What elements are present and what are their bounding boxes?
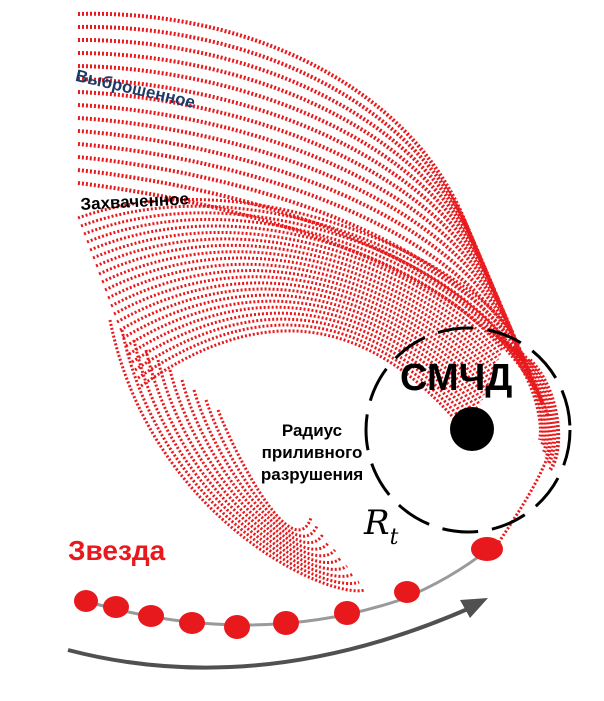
smbh-label: СМЧД xyxy=(400,357,513,399)
rt-letter: R xyxy=(364,503,390,543)
debris-stream xyxy=(77,181,550,418)
debris-stream xyxy=(122,293,482,406)
rt-subscript: t xyxy=(389,525,399,550)
debris-stream xyxy=(131,311,476,421)
debris-stream xyxy=(77,37,484,264)
star-dot xyxy=(103,596,129,618)
debris-stream xyxy=(180,379,331,551)
debris-stream xyxy=(192,389,325,545)
debris-stream xyxy=(132,339,354,578)
debris-stream xyxy=(92,230,502,356)
debris-stream xyxy=(77,51,490,278)
debris-stream xyxy=(86,217,506,346)
black-hole xyxy=(450,407,494,451)
debris-streams xyxy=(77,11,561,593)
debris-stream xyxy=(77,116,520,348)
debris-stream xyxy=(77,103,514,334)
debris-stream xyxy=(77,129,526,362)
debris-stream xyxy=(216,409,313,532)
debris-stream xyxy=(77,142,532,376)
tidal-radius-circle xyxy=(364,326,572,534)
debris-stream xyxy=(83,211,508,341)
star-dot xyxy=(394,581,420,603)
debris-stream xyxy=(107,262,492,381)
star-dot xyxy=(74,590,98,612)
debris-stream xyxy=(496,334,546,447)
debris-stream xyxy=(120,329,360,585)
debris-stream xyxy=(528,358,561,472)
debris-stream xyxy=(144,349,348,571)
debris-stream xyxy=(504,340,549,453)
debris-stream xyxy=(488,328,543,441)
debris-stream xyxy=(140,329,470,436)
debris-stream xyxy=(125,299,480,411)
debris-stream xyxy=(98,243,498,366)
debris-stream xyxy=(80,204,510,336)
debris-stream xyxy=(134,317,474,426)
debris-stream xyxy=(77,24,478,250)
debris-stream xyxy=(512,346,553,459)
tidal-radius-line2: приливного xyxy=(261,443,363,462)
debris-stream xyxy=(108,319,366,593)
star-dot xyxy=(138,605,164,627)
debris-stream xyxy=(168,369,337,558)
debris-stream xyxy=(77,77,502,306)
debris-stream xyxy=(77,11,472,236)
star-positions xyxy=(74,537,503,639)
star-dot xyxy=(179,612,205,634)
rt-symbol: Rt xyxy=(364,503,398,550)
debris-stream xyxy=(156,359,343,564)
orbit-arrow-head xyxy=(460,598,488,618)
tidal-radius-line1: Радиус xyxy=(281,421,343,440)
debris-stream xyxy=(95,237,500,361)
debris-stream xyxy=(204,399,319,538)
debris-stream xyxy=(113,275,488,391)
debris-stream xyxy=(110,269,490,386)
debris-stream xyxy=(89,224,504,351)
star-dot xyxy=(273,611,299,635)
tidal-radius-label: Радиус приливного разрушения xyxy=(252,420,372,486)
debris-stream xyxy=(128,305,478,416)
debris-stream xyxy=(137,323,472,431)
debris-stream xyxy=(119,287,484,401)
debris-stream xyxy=(495,449,552,546)
star-label: Звезда xyxy=(68,535,166,566)
tidal-radius-line3: разрушения xyxy=(260,465,364,484)
orbit-arrow xyxy=(67,606,471,670)
debris-stream xyxy=(77,64,496,292)
star-dot xyxy=(224,615,250,639)
debris-stream xyxy=(77,90,508,320)
star-dot xyxy=(471,537,503,561)
star-dot xyxy=(334,601,360,625)
